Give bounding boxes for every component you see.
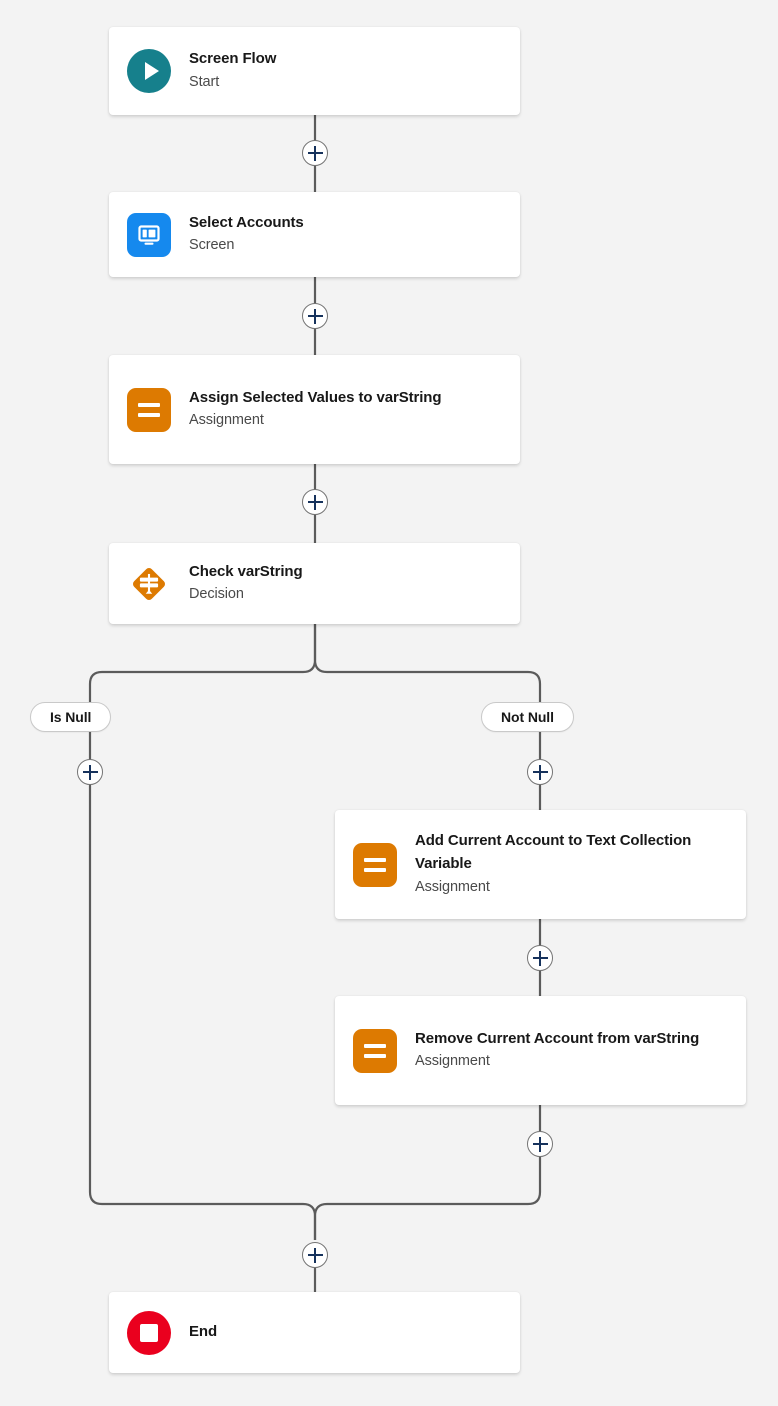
branch-label-is-null[interactable]: Is Null bbox=[30, 702, 112, 732]
node-subtitle: Assignment bbox=[415, 878, 490, 895]
node-text: Add Current Account to Text Collection V… bbox=[415, 830, 728, 899]
node-subtitle: Start bbox=[189, 73, 220, 90]
node-subtitle: Assignment bbox=[189, 412, 264, 429]
add-element-button-between-assignments[interactable] bbox=[527, 945, 553, 971]
connector-remove-to-merge bbox=[313, 1105, 542, 1240]
assignment-icon bbox=[353, 1028, 397, 1073]
node-title: Remove Current Account from varString bbox=[415, 1029, 700, 1047]
assignment-icon bbox=[127, 387, 171, 432]
add-element-button-after-remove[interactable] bbox=[527, 1131, 553, 1157]
branch-label-not-null[interactable]: Not Null bbox=[481, 702, 574, 732]
node-subtitle: Decision bbox=[189, 586, 244, 603]
connector-decision-split-right bbox=[313, 624, 542, 702]
node-title: Assign Selected Values to varString bbox=[189, 388, 442, 406]
node-title: Add Current Account to Text Collection V… bbox=[415, 832, 692, 872]
node-title: End bbox=[189, 1323, 218, 1341]
add-element-button-is-null-branch[interactable] bbox=[77, 759, 103, 785]
assignment-icon bbox=[353, 842, 397, 887]
add-element-button-screen-to-assignment[interactable] bbox=[302, 303, 328, 329]
stop-icon bbox=[127, 1310, 171, 1355]
node-title: Check varString bbox=[189, 562, 303, 580]
node-text: End bbox=[189, 1321, 217, 1344]
add-element-button-not-null-branch[interactable] bbox=[527, 759, 553, 785]
add-element-button-assignment-to-decision[interactable] bbox=[302, 489, 328, 515]
node-subtitle: Screen bbox=[189, 237, 235, 254]
node-title: Screen Flow bbox=[189, 50, 277, 67]
flow-node-end[interactable]: End bbox=[109, 1292, 520, 1373]
screen-icon bbox=[127, 212, 171, 257]
connector-is-null-down bbox=[88, 732, 317, 1240]
play-icon bbox=[127, 49, 171, 93]
add-element-button-before-end[interactable] bbox=[302, 1242, 328, 1268]
node-title: Select Accounts bbox=[189, 213, 304, 231]
flow-node-add-current-account[interactable]: Add Current Account to Text Collection V… bbox=[335, 810, 746, 919]
connector-decision-split-left bbox=[88, 624, 317, 702]
decision-icon bbox=[127, 562, 171, 606]
node-subtitle: Assignment bbox=[415, 1053, 490, 1070]
add-element-button-start-to-screen[interactable] bbox=[302, 140, 328, 166]
